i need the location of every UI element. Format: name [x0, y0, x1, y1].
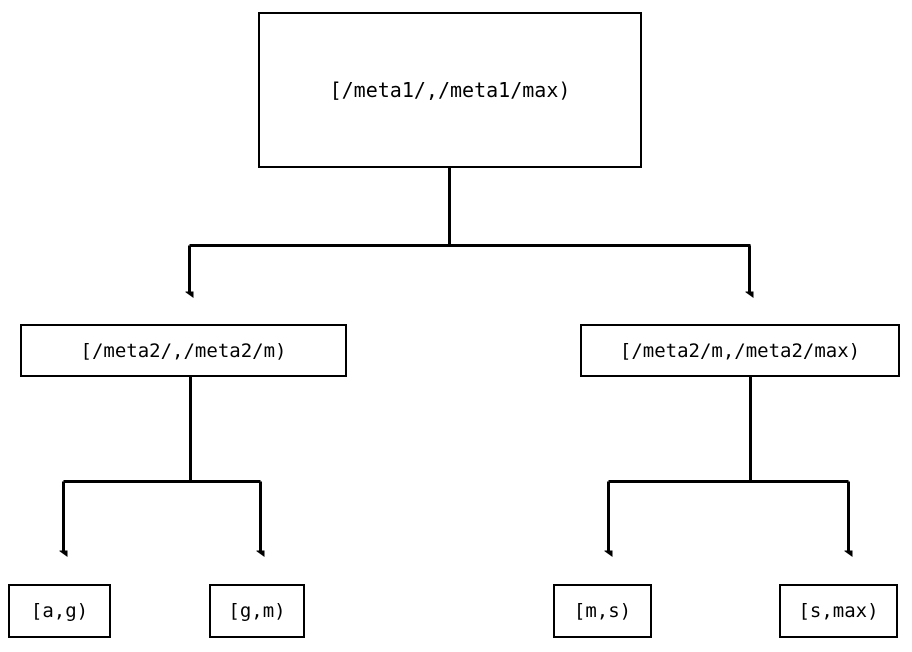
node-leaf-3[interactable]: [m,s) — [553, 584, 652, 638]
node-leaf-4[interactable]: [s,max) — [779, 584, 898, 638]
node-mid-left[interactable]: [/meta2/,/meta2/m) — [20, 324, 347, 377]
edge-midright-to-leaf3 — [609, 377, 849, 551]
edge-root-to-mid-left — [190, 168, 751, 292]
edge-midleft-to-leaf1 — [64, 377, 261, 551]
node-root[interactable]: [/meta1/,/meta1/max) — [258, 12, 642, 168]
node-leaf-2[interactable]: [g,m) — [209, 584, 305, 638]
node-leaf-1[interactable]: [a,g) — [8, 584, 111, 638]
node-mid-right[interactable]: [/meta2/m,/meta2/max) — [580, 324, 900, 377]
